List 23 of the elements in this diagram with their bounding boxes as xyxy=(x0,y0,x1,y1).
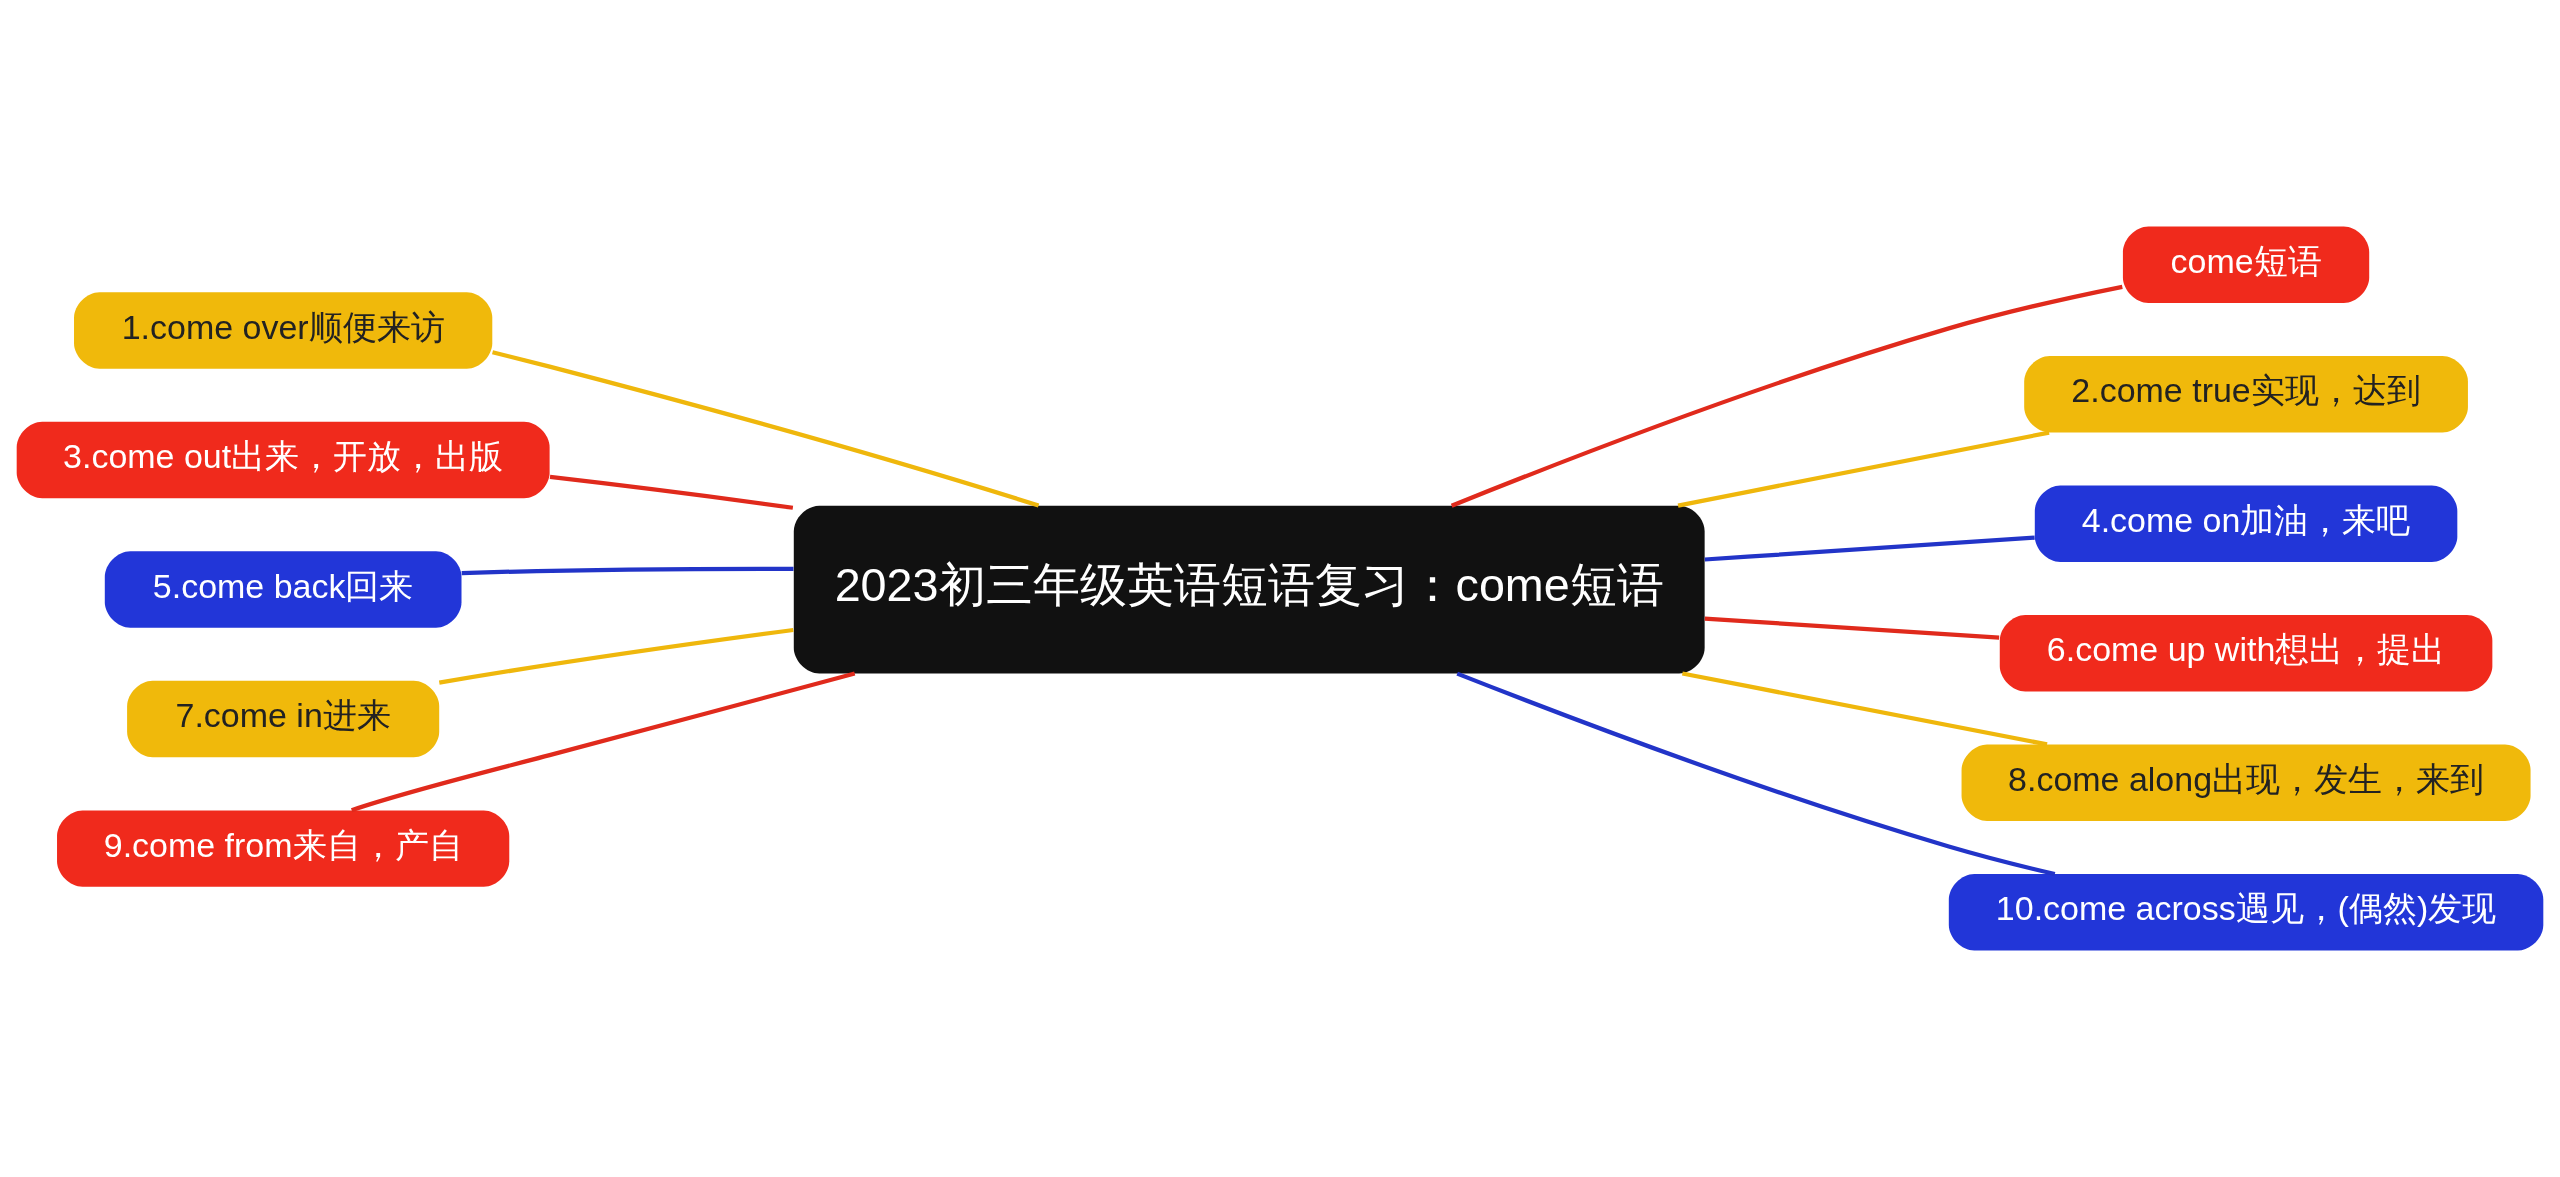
node-box: come短语 xyxy=(2122,226,2370,303)
connector xyxy=(1704,535,2035,562)
node-box: 4.come on加油，来吧 xyxy=(2034,485,2458,562)
connector xyxy=(351,671,856,813)
connector xyxy=(492,350,1040,508)
node-box: 6.come up with想出，提出 xyxy=(1999,615,2493,692)
node-box: 5.come back回来 xyxy=(104,551,462,628)
node-box: 9.come from来自，产自 xyxy=(57,810,510,887)
connector xyxy=(1677,430,2050,508)
connector xyxy=(549,474,794,510)
connector xyxy=(438,627,794,685)
node-box: 2.come true实现，达到 xyxy=(2024,356,2468,433)
node-box: 2023初三年级英语短语复习：come短语 xyxy=(793,505,1705,674)
connector xyxy=(1450,284,2123,508)
node-box: 3.come out出来，开放，出版 xyxy=(16,421,550,499)
node-box: 7.come in进来 xyxy=(127,680,440,758)
connector xyxy=(461,566,794,576)
connector xyxy=(1704,616,2000,640)
connector xyxy=(1456,671,2056,877)
connector xyxy=(1681,671,2048,747)
node-box: 8.come along出现，发生，来到 xyxy=(1961,744,2531,821)
node-box: 10.come across遇见，(偶然)发现 xyxy=(1948,874,2544,951)
node-box: 1.come over顺便来访 xyxy=(74,292,493,369)
